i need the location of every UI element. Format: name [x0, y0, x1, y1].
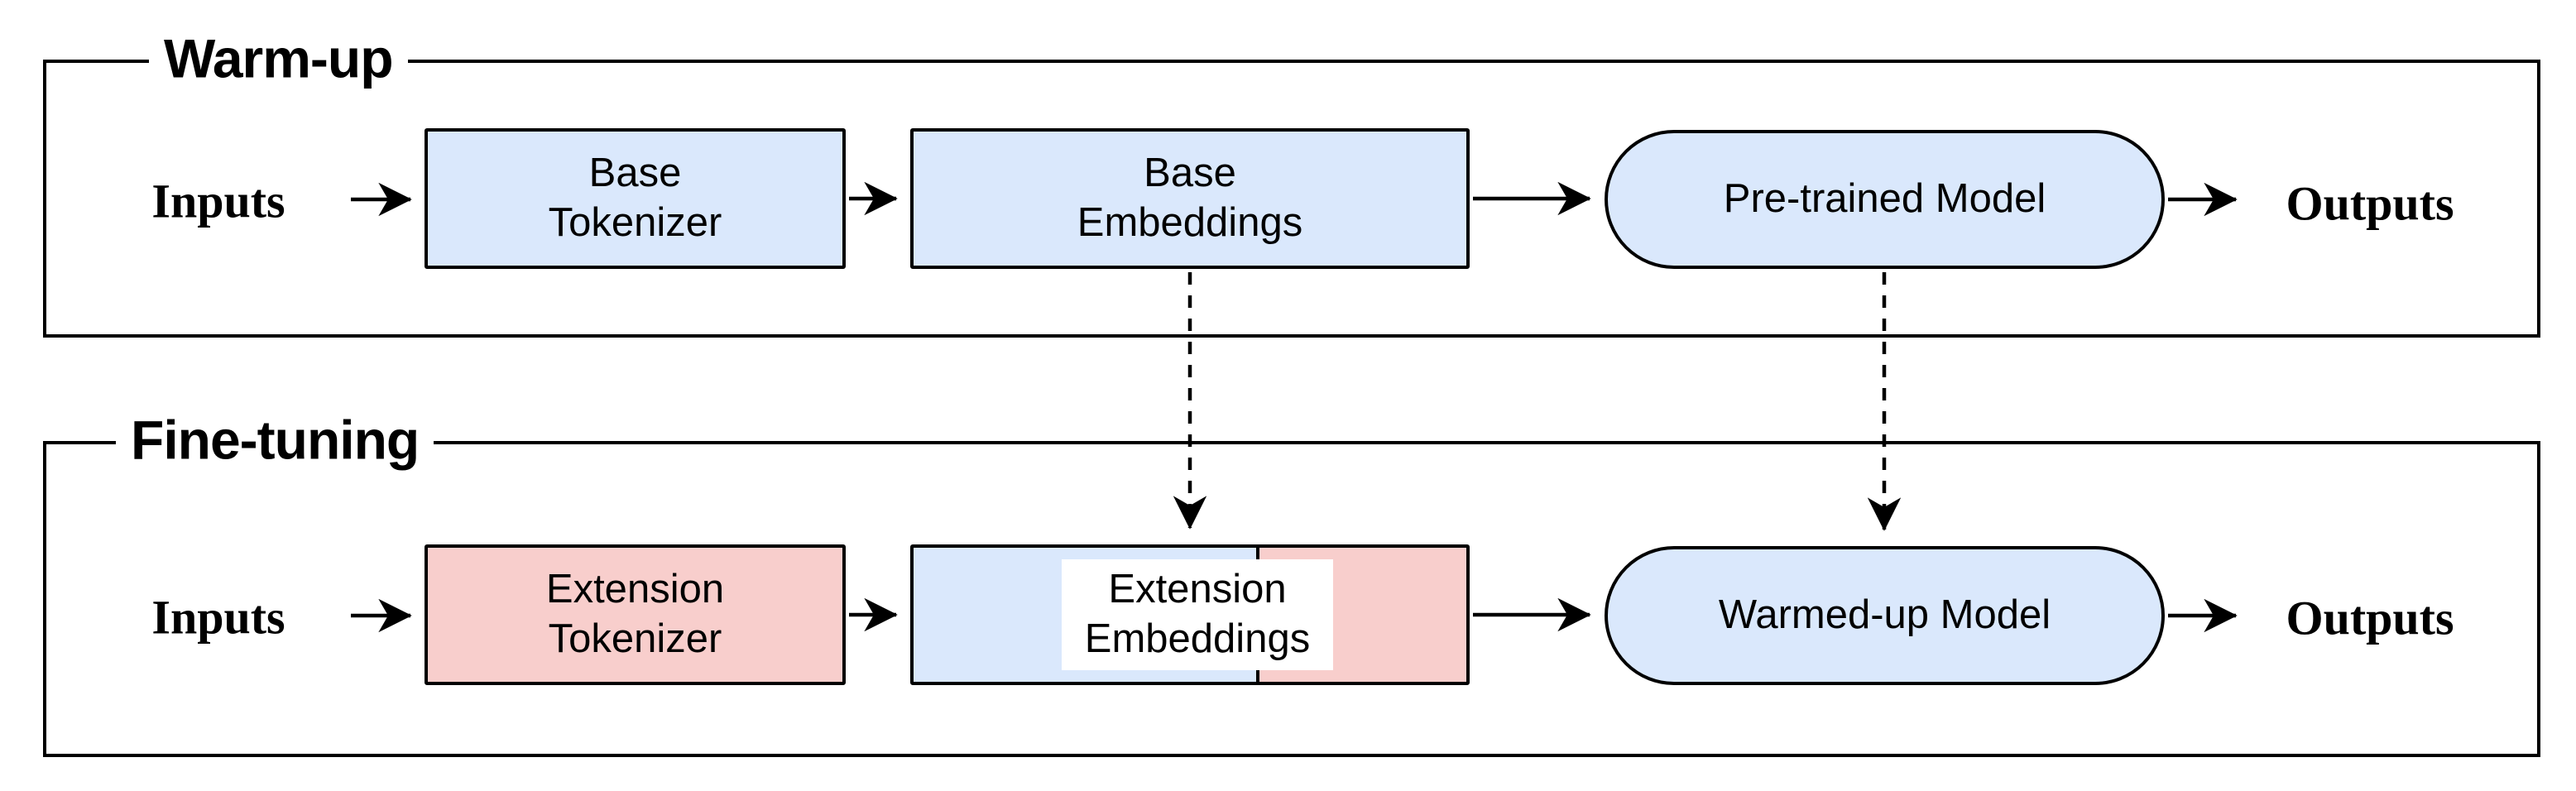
warmed-up-model-label: Warmed-up Model: [1718, 592, 2051, 638]
base-tokenizer-box: Base Tokenizer: [425, 128, 846, 269]
finetuning-outputs-label: Outputs: [2286, 591, 2454, 645]
extension-embeddings-label-line2: Embeddings: [1084, 616, 1311, 661]
extension-embeddings-label-line1: Extension: [1108, 567, 1287, 612]
pre-trained-model-pill: Pre-trained Model: [1605, 130, 2165, 269]
extension-embeddings-label-plate: Extension Embeddings: [1062, 559, 1333, 670]
base-tokenizer-label-line1: Base: [588, 151, 682, 196]
warmup-inputs-label: Inputs: [151, 174, 285, 228]
extension-tokenizer-box: Extension Tokenizer: [425, 544, 846, 685]
extension-embeddings-box: Extension Embeddings: [910, 544, 1470, 685]
extension-tokenizer-label-line2: Tokenizer: [548, 616, 722, 661]
warmup-section-frame: [43, 60, 2540, 338]
base-embeddings-label-line1: Base: [1144, 151, 1236, 196]
warmed-up-model-pill: Warmed-up Model: [1605, 546, 2165, 685]
finetuning-section-title: Fine-tuning: [116, 412, 434, 467]
extension-tokenizer-label-line1: Extension: [545, 567, 725, 612]
warmup-section-title: Warm-up: [149, 31, 408, 86]
finetuning-section-frame: [43, 441, 2540, 757]
base-embeddings-label-line2: Embeddings: [1077, 200, 1303, 245]
base-tokenizer-label-line2: Tokenizer: [548, 200, 722, 245]
warmup-outputs-label: Outputs: [2286, 176, 2454, 231]
base-embeddings-box: Base Embeddings: [910, 128, 1470, 269]
pre-trained-model-label: Pre-trained Model: [1723, 176, 2046, 222]
finetuning-inputs-label: Inputs: [151, 590, 285, 645]
